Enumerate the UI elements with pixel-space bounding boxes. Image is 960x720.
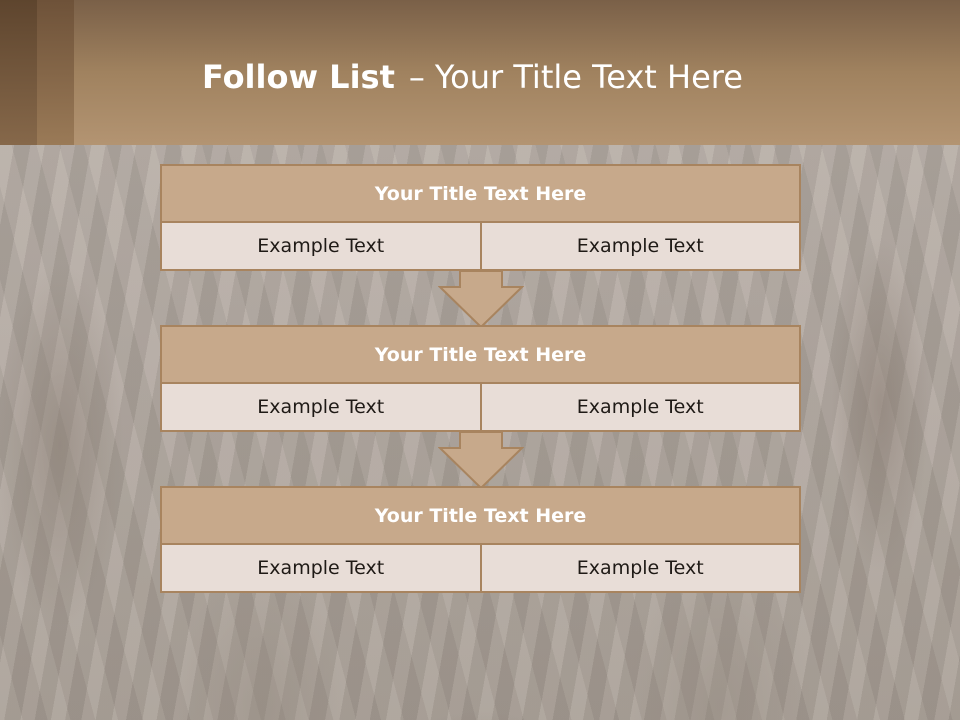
block-cell-right: Example Text — [479, 545, 799, 591]
block-cell-right: Example Text — [479, 223, 799, 269]
block-title: Your Title Text Here — [162, 488, 799, 545]
block-cell-right: Example Text — [479, 384, 799, 430]
down-arrow-icon — [438, 432, 524, 490]
block-title: Your Title Text Here — [162, 166, 799, 223]
block-cell-left: Example Text — [162, 223, 480, 269]
block-cell-left: Example Text — [162, 545, 480, 591]
slide-title-bold: Follow List — [202, 58, 395, 96]
header-stripe-dark — [0, 0, 37, 145]
block-row: Example Text Example Text — [162, 384, 799, 430]
list-block-2: Your Title Text Here Example Text Exampl… — [160, 325, 801, 432]
header-band: Follow List–Your Title Text Here — [0, 0, 960, 145]
down-arrow-icon — [438, 271, 524, 329]
list-block-1: Your Title Text Here Example Text Exampl… — [160, 164, 801, 271]
block-row: Example Text Example Text — [162, 545, 799, 591]
slide-title-dash: – — [408, 58, 425, 96]
slide-title: Follow List–Your Title Text Here — [202, 55, 743, 99]
header-stripe-mid — [37, 0, 74, 145]
block-title: Your Title Text Here — [162, 327, 799, 384]
list-block-3: Your Title Text Here Example Text Exampl… — [160, 486, 801, 593]
block-cell-left: Example Text — [162, 384, 480, 430]
block-row: Example Text Example Text — [162, 223, 799, 269]
slide-title-rest: Your Title Text Here — [434, 58, 743, 96]
